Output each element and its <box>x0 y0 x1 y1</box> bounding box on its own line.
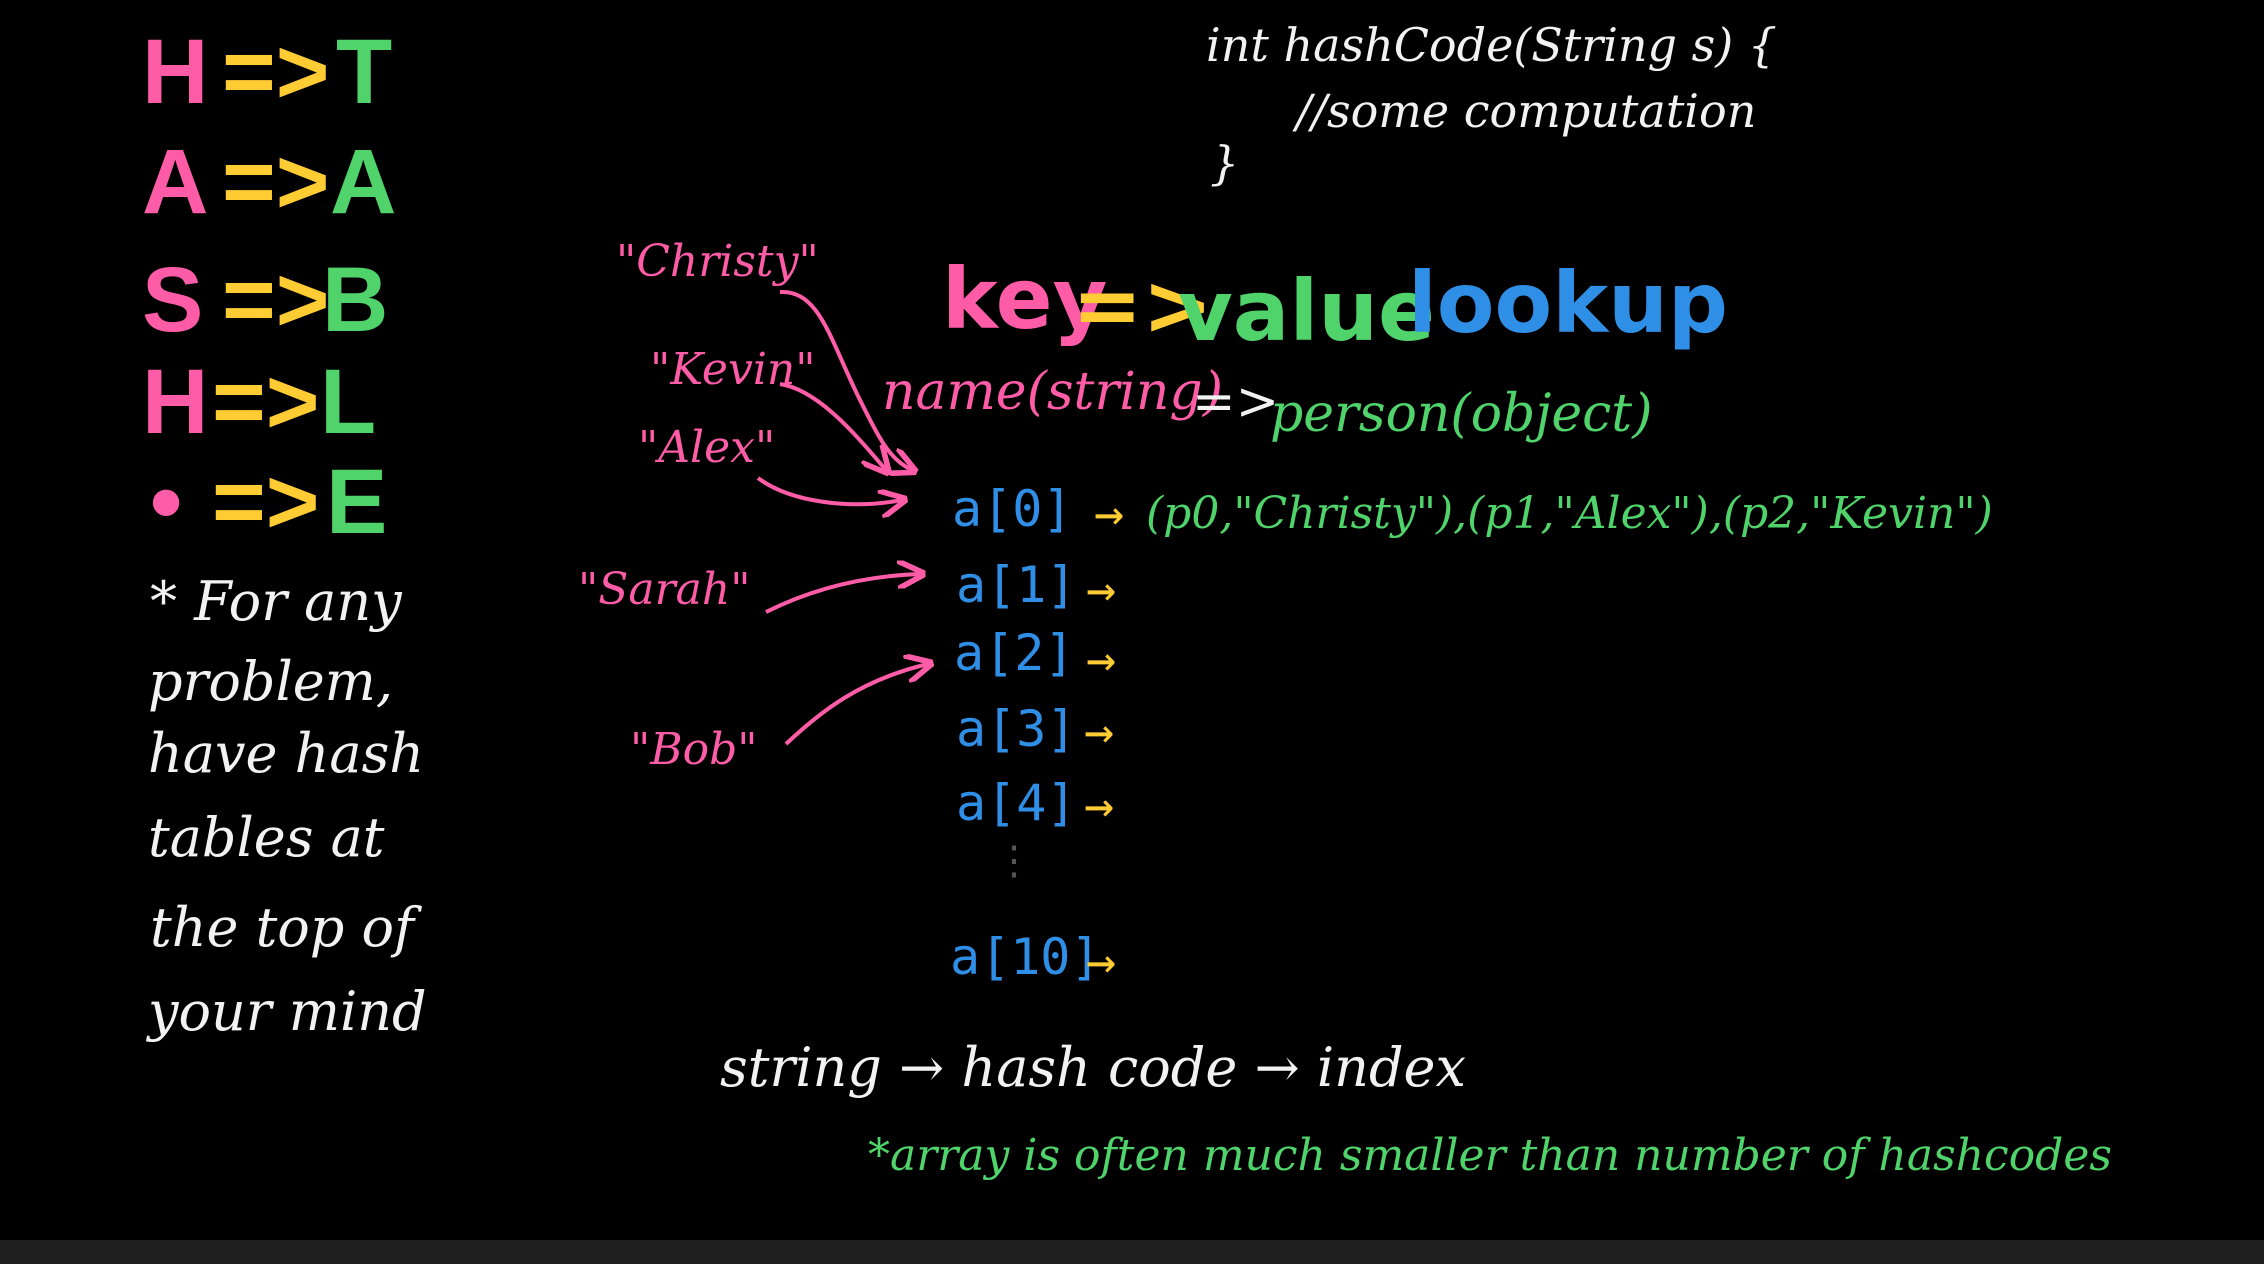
mnemonic-arrow: => <box>222 21 330 123</box>
name-label: "Alex" <box>638 422 776 473</box>
mapping-person: person(object) <box>1270 384 1653 444</box>
arrow-alex <box>756 476 902 504</box>
mnemonic-word-letter: T <box>336 21 393 123</box>
slot-arrow: → <box>1086 560 1117 618</box>
mnemonic-letter: A <box>142 131 209 233</box>
mnemonic-arrow: => <box>212 451 320 553</box>
mnemonic-arrow: => <box>222 131 330 233</box>
array-slot: a[1] <box>956 556 1077 614</box>
arrow-kevin <box>779 382 886 470</box>
code-line: int hashCode(String s) { <box>1206 18 1778 72</box>
slot-arrow: → <box>1094 484 1125 542</box>
mnemonic-word-letter: L <box>320 351 377 453</box>
mnemonic-letter: H <box>142 351 209 453</box>
heading-lookup: lookup <box>1408 254 1729 352</box>
note-line: the top of <box>150 896 415 959</box>
array-slot: a[10] <box>950 928 1101 986</box>
heading-key: key <box>942 250 1108 348</box>
mnemonic-word-letter: E <box>326 451 388 553</box>
mnemonic-arrow: => <box>222 249 330 351</box>
player-bottom-bar <box>0 1240 2264 1264</box>
slot-arrow: → <box>1084 702 1115 760</box>
mnemonic-dot: • <box>150 451 183 553</box>
code-line: } <box>1210 136 1240 190</box>
slot-arrow: → <box>1086 932 1117 990</box>
slot-arrow: → <box>1084 776 1115 834</box>
array-slot: a[2] <box>954 624 1075 682</box>
mnemonic-word-letter: B <box>322 249 389 351</box>
code-line: //some computation <box>1296 84 1757 138</box>
slot-arrow: → <box>1086 630 1117 688</box>
heading-arrow: => <box>1072 256 1213 354</box>
arrow-sarah <box>765 574 920 614</box>
heading-value: value <box>1178 262 1436 360</box>
mnemonic-word-letter: A <box>330 131 397 233</box>
arrow-christy <box>779 289 912 470</box>
name-label: "Sarah" <box>578 564 751 615</box>
note-line: * For any <box>150 570 402 633</box>
footnote: *array is often much smaller than number… <box>868 1130 2112 1181</box>
hash-flow: string → hash code → index <box>720 1036 1466 1099</box>
array-slot: a[3] <box>956 700 1077 758</box>
mnemonic-letter: S <box>142 249 204 351</box>
mapping-name: name(string) <box>882 362 1223 422</box>
note-line: your mind <box>148 980 427 1043</box>
arrow-bob <box>784 664 928 746</box>
slot-entries: (p0,"Christy"),(p1,"Alex"),(p2,"Kevin") <box>1146 488 1993 539</box>
note-line: have hash <box>148 722 425 785</box>
mapping-arrow: => <box>1192 372 1280 432</box>
name-label: "Christy" <box>616 236 819 287</box>
slot-ellipsis: ⋮ <box>994 838 1034 884</box>
array-slot: a[4] <box>956 774 1077 832</box>
array-slot: a[0] <box>952 480 1073 538</box>
note-line: problem, <box>148 650 394 713</box>
mnemonic-arrow: => <box>212 351 320 453</box>
note-line: tables at <box>148 806 385 869</box>
mnemonic-letter: H <box>142 21 209 123</box>
name-label: "Bob" <box>630 724 758 775</box>
